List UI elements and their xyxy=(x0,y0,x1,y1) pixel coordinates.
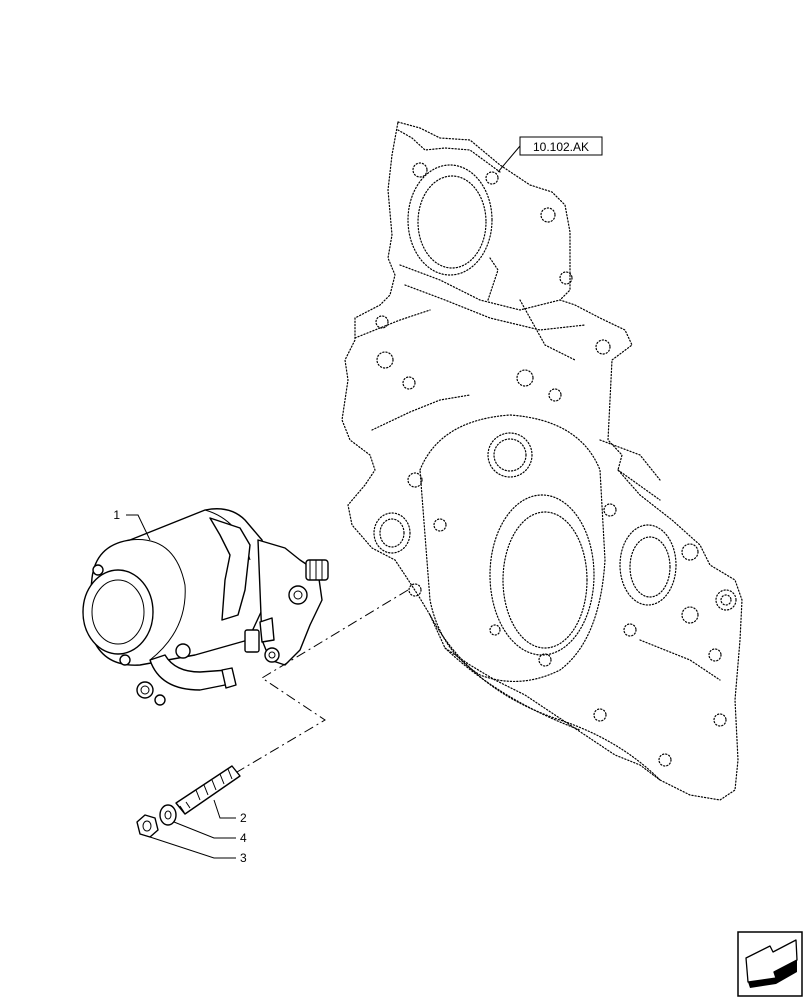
reference-label-text: 10.102.AK xyxy=(533,140,589,154)
next-page-arrow-icon[interactable] xyxy=(737,931,803,997)
reference-label[interactable]: 10.102.AK xyxy=(497,136,603,173)
callout-2-label: 2 xyxy=(240,811,247,825)
stud xyxy=(175,765,241,815)
flywheel-housing-outline xyxy=(341,121,743,801)
callout-4[interactable]: 4 xyxy=(173,821,247,845)
callout-2[interactable]: 2 xyxy=(213,799,247,825)
washer xyxy=(159,804,177,826)
callout-1[interactable]: 1 xyxy=(113,508,151,541)
alignment-centerline xyxy=(231,589,409,776)
callout-3[interactable]: 3 xyxy=(149,836,247,865)
nut xyxy=(136,814,159,838)
callout-1-label: 1 xyxy=(113,508,120,522)
callout-4-label: 4 xyxy=(240,831,247,845)
starter-motor xyxy=(82,508,329,706)
callout-3-label: 3 xyxy=(240,851,247,865)
